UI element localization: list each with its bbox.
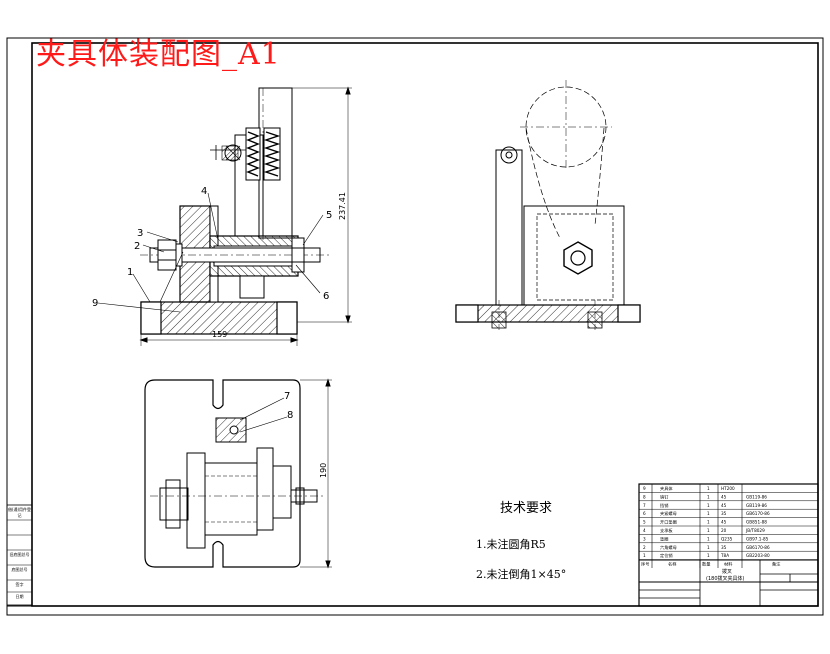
- bom-cell-code: GB6170-86: [746, 511, 770, 516]
- inner-border: [31, 42, 819, 607]
- bom-cell-code: GB119-86: [746, 503, 767, 508]
- bom-cell-name: 支承板: [660, 527, 673, 534]
- bom-cell-material: Q235: [721, 536, 733, 541]
- front-view: [97, 86, 352, 346]
- side-view: [455, 80, 641, 330]
- bom-cell-name: 定位销: [660, 552, 673, 559]
- bom-cell-code: JB/T8029: [745, 528, 765, 533]
- bom-cell-qty: 1: [707, 494, 710, 499]
- dim-top-height: 190: [319, 463, 328, 478]
- bom-cell-material: 45: [721, 503, 727, 508]
- drawing-name-line1: 拨叉: [722, 568, 732, 575]
- part-label-9: 9: [92, 298, 98, 309]
- outer-border: [6, 37, 824, 616]
- bom-cell-code: GB2203-80: [746, 553, 770, 558]
- part-label-2: 2: [134, 241, 140, 252]
- bom-cell-no: 2: [643, 545, 646, 550]
- bom-cell-qty: 1: [707, 486, 710, 491]
- part-label-8: 8: [287, 410, 293, 421]
- bom-cell-no: 7: [643, 503, 646, 508]
- left-strip-label-5: 签字: [15, 582, 24, 587]
- bom-cell-qty: 1: [707, 528, 710, 533]
- bom-header-qty: 数量: [702, 561, 710, 568]
- bom-header-no: 序号: [641, 561, 649, 568]
- requirements-heading: 技术要求: [500, 501, 553, 516]
- bom-cell-name: 开口垫圈: [660, 519, 677, 526]
- bom-cell-code: GB6170-86: [746, 545, 770, 550]
- requirement-1: 1.未注圆角R5: [476, 538, 546, 551]
- bom-cell-name: 挡销: [660, 502, 668, 509]
- bom-cell-material: 20: [721, 528, 727, 533]
- bom-cell-no: 5: [643, 520, 646, 525]
- bom-cell-no: 6: [643, 511, 646, 516]
- bom-cell-no: 3: [643, 536, 646, 541]
- bom-header-name: 名称: [668, 561, 676, 568]
- requirement-2: 2.未注倒角1×45°: [476, 568, 567, 581]
- bom-cell-code: GB851-88: [746, 520, 767, 525]
- bom-cell-material: 45: [721, 520, 727, 525]
- part-label-3: 3: [137, 228, 143, 239]
- bom-cell-qty: 1: [707, 536, 710, 541]
- part-label-7: 7: [284, 391, 290, 402]
- bom-cell-no: 1: [643, 553, 646, 558]
- bom-cell-material: 45: [721, 494, 727, 499]
- bom-cell-no: 8: [643, 494, 646, 499]
- bom-cell-name: 销钉: [660, 493, 669, 500]
- bom-cell-qty: 1: [707, 520, 710, 525]
- bom-cell-qty: 1: [707, 503, 710, 508]
- top-view: [144, 378, 332, 569]
- left-strip-label-6: 日期: [15, 594, 24, 599]
- bom-cell-no: 9: [643, 486, 646, 491]
- bom-cell-material: 35: [721, 545, 727, 550]
- drawing-name-line2: (180拨叉夹具体): [706, 575, 744, 582]
- part-label-6: 6: [323, 291, 329, 302]
- bom-cell-name: 六角螺母: [660, 544, 677, 551]
- part-label-1: 1: [127, 267, 133, 278]
- bom-cell-qty: 1: [707, 545, 710, 550]
- bom-cell-qty: 1: [707, 511, 710, 516]
- part-label-5: 5: [326, 210, 332, 221]
- bom-header-code: 备注: [772, 561, 781, 568]
- bom-cell-code: GB97.1-85: [746, 536, 769, 541]
- left-strip-label-2: 旧底图总号: [9, 552, 30, 557]
- bom-header-material: 材料: [724, 561, 733, 568]
- bom-cell-code: GB119-86: [746, 494, 767, 499]
- bom-cell-material: T8A: [720, 553, 729, 558]
- left-strip: [6, 504, 33, 606]
- sheet-title: 夹具体装配图_A1: [36, 37, 281, 72]
- left-strip-label-4: 底图总号: [11, 567, 28, 572]
- bom-cell-name: 夹紧螺母: [660, 510, 677, 517]
- left-strip-label-0: 借(通)用件登记: [7, 507, 32, 518]
- dim-front-height: 237.41: [338, 192, 347, 220]
- bom-cell-material: HT200: [721, 486, 735, 491]
- bom-cell-material: 35: [721, 511, 727, 516]
- part-label-4: 4: [201, 186, 207, 197]
- bom-cell-name: 夹具体: [660, 485, 673, 492]
- bom-cell-qty: 1: [707, 553, 710, 558]
- bom-cell-no: 4: [643, 528, 646, 533]
- dim-front-width: 159: [212, 330, 227, 339]
- bom-cell-name: 垫圈: [660, 535, 668, 542]
